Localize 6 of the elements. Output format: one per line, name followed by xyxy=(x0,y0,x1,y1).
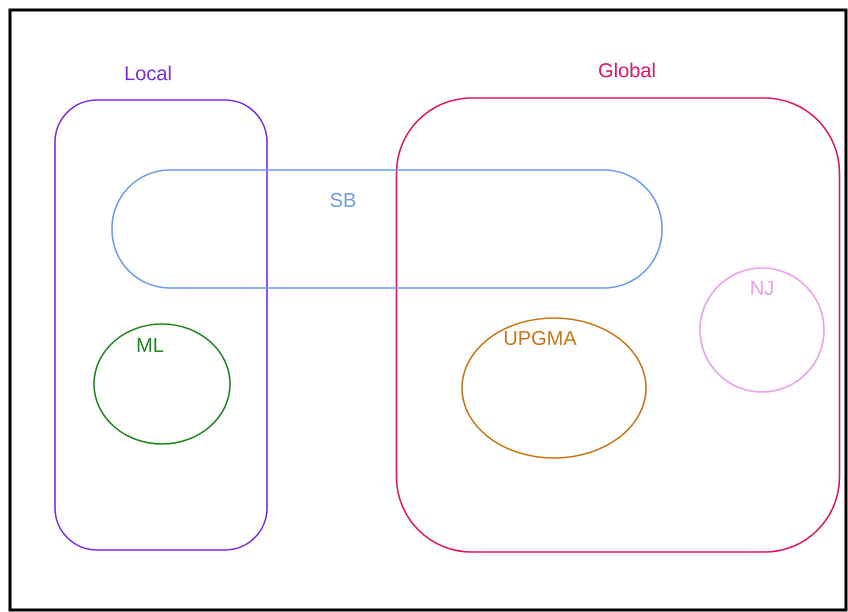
group-label: ML xyxy=(138,338,164,352)
group-label: UPGMA xyxy=(504,330,577,346)
group-label: Global xyxy=(599,62,655,78)
group-label: NJ xyxy=(751,281,773,295)
group-label: Local xyxy=(126,66,171,80)
group-label: SB xyxy=(330,192,356,208)
